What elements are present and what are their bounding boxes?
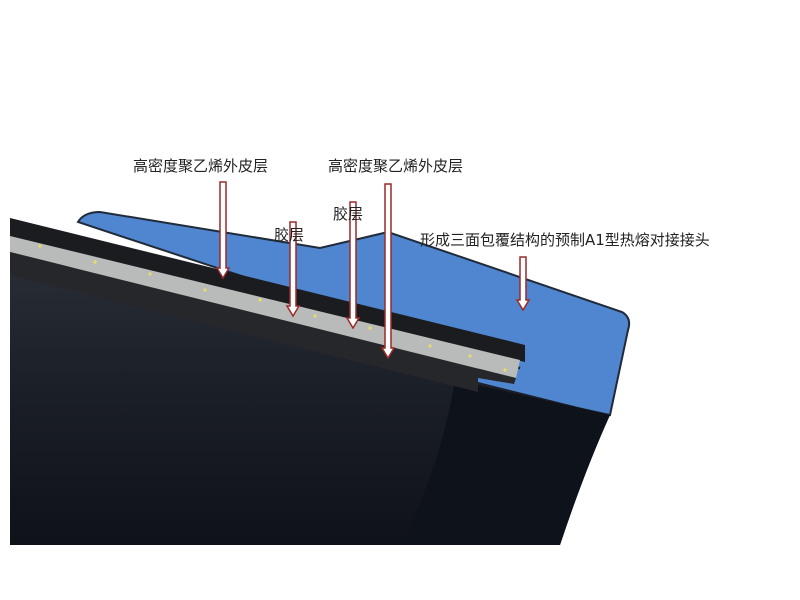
arrow-hdpe-outer-1 xyxy=(215,181,231,280)
insulation-dots xyxy=(38,244,507,372)
label-joint: 形成三面包覆结构的预制A1型热熔对接接头 xyxy=(420,231,710,249)
blue-joint-jacket xyxy=(76,210,631,417)
label-hdpe-outer-2: 高密度聚乙烯外皮层 xyxy=(328,157,463,175)
inner-pipe-layer xyxy=(10,252,516,392)
arrow-hdpe-outer-2 xyxy=(380,183,396,360)
label-adhesive-1: 胶层 xyxy=(274,226,304,244)
arrow-joint xyxy=(515,256,531,312)
arrow-adhesive-2 xyxy=(345,201,361,330)
hdpe-outer-layer xyxy=(10,218,525,362)
arrow-adhesive-1 xyxy=(285,221,301,318)
pipe-shade xyxy=(400,380,610,545)
insulation-layer xyxy=(10,236,520,378)
label-hdpe-outer-1: 高密度聚乙烯外皮层 xyxy=(133,157,268,175)
label-adhesive-2: 胶层 xyxy=(333,205,363,223)
